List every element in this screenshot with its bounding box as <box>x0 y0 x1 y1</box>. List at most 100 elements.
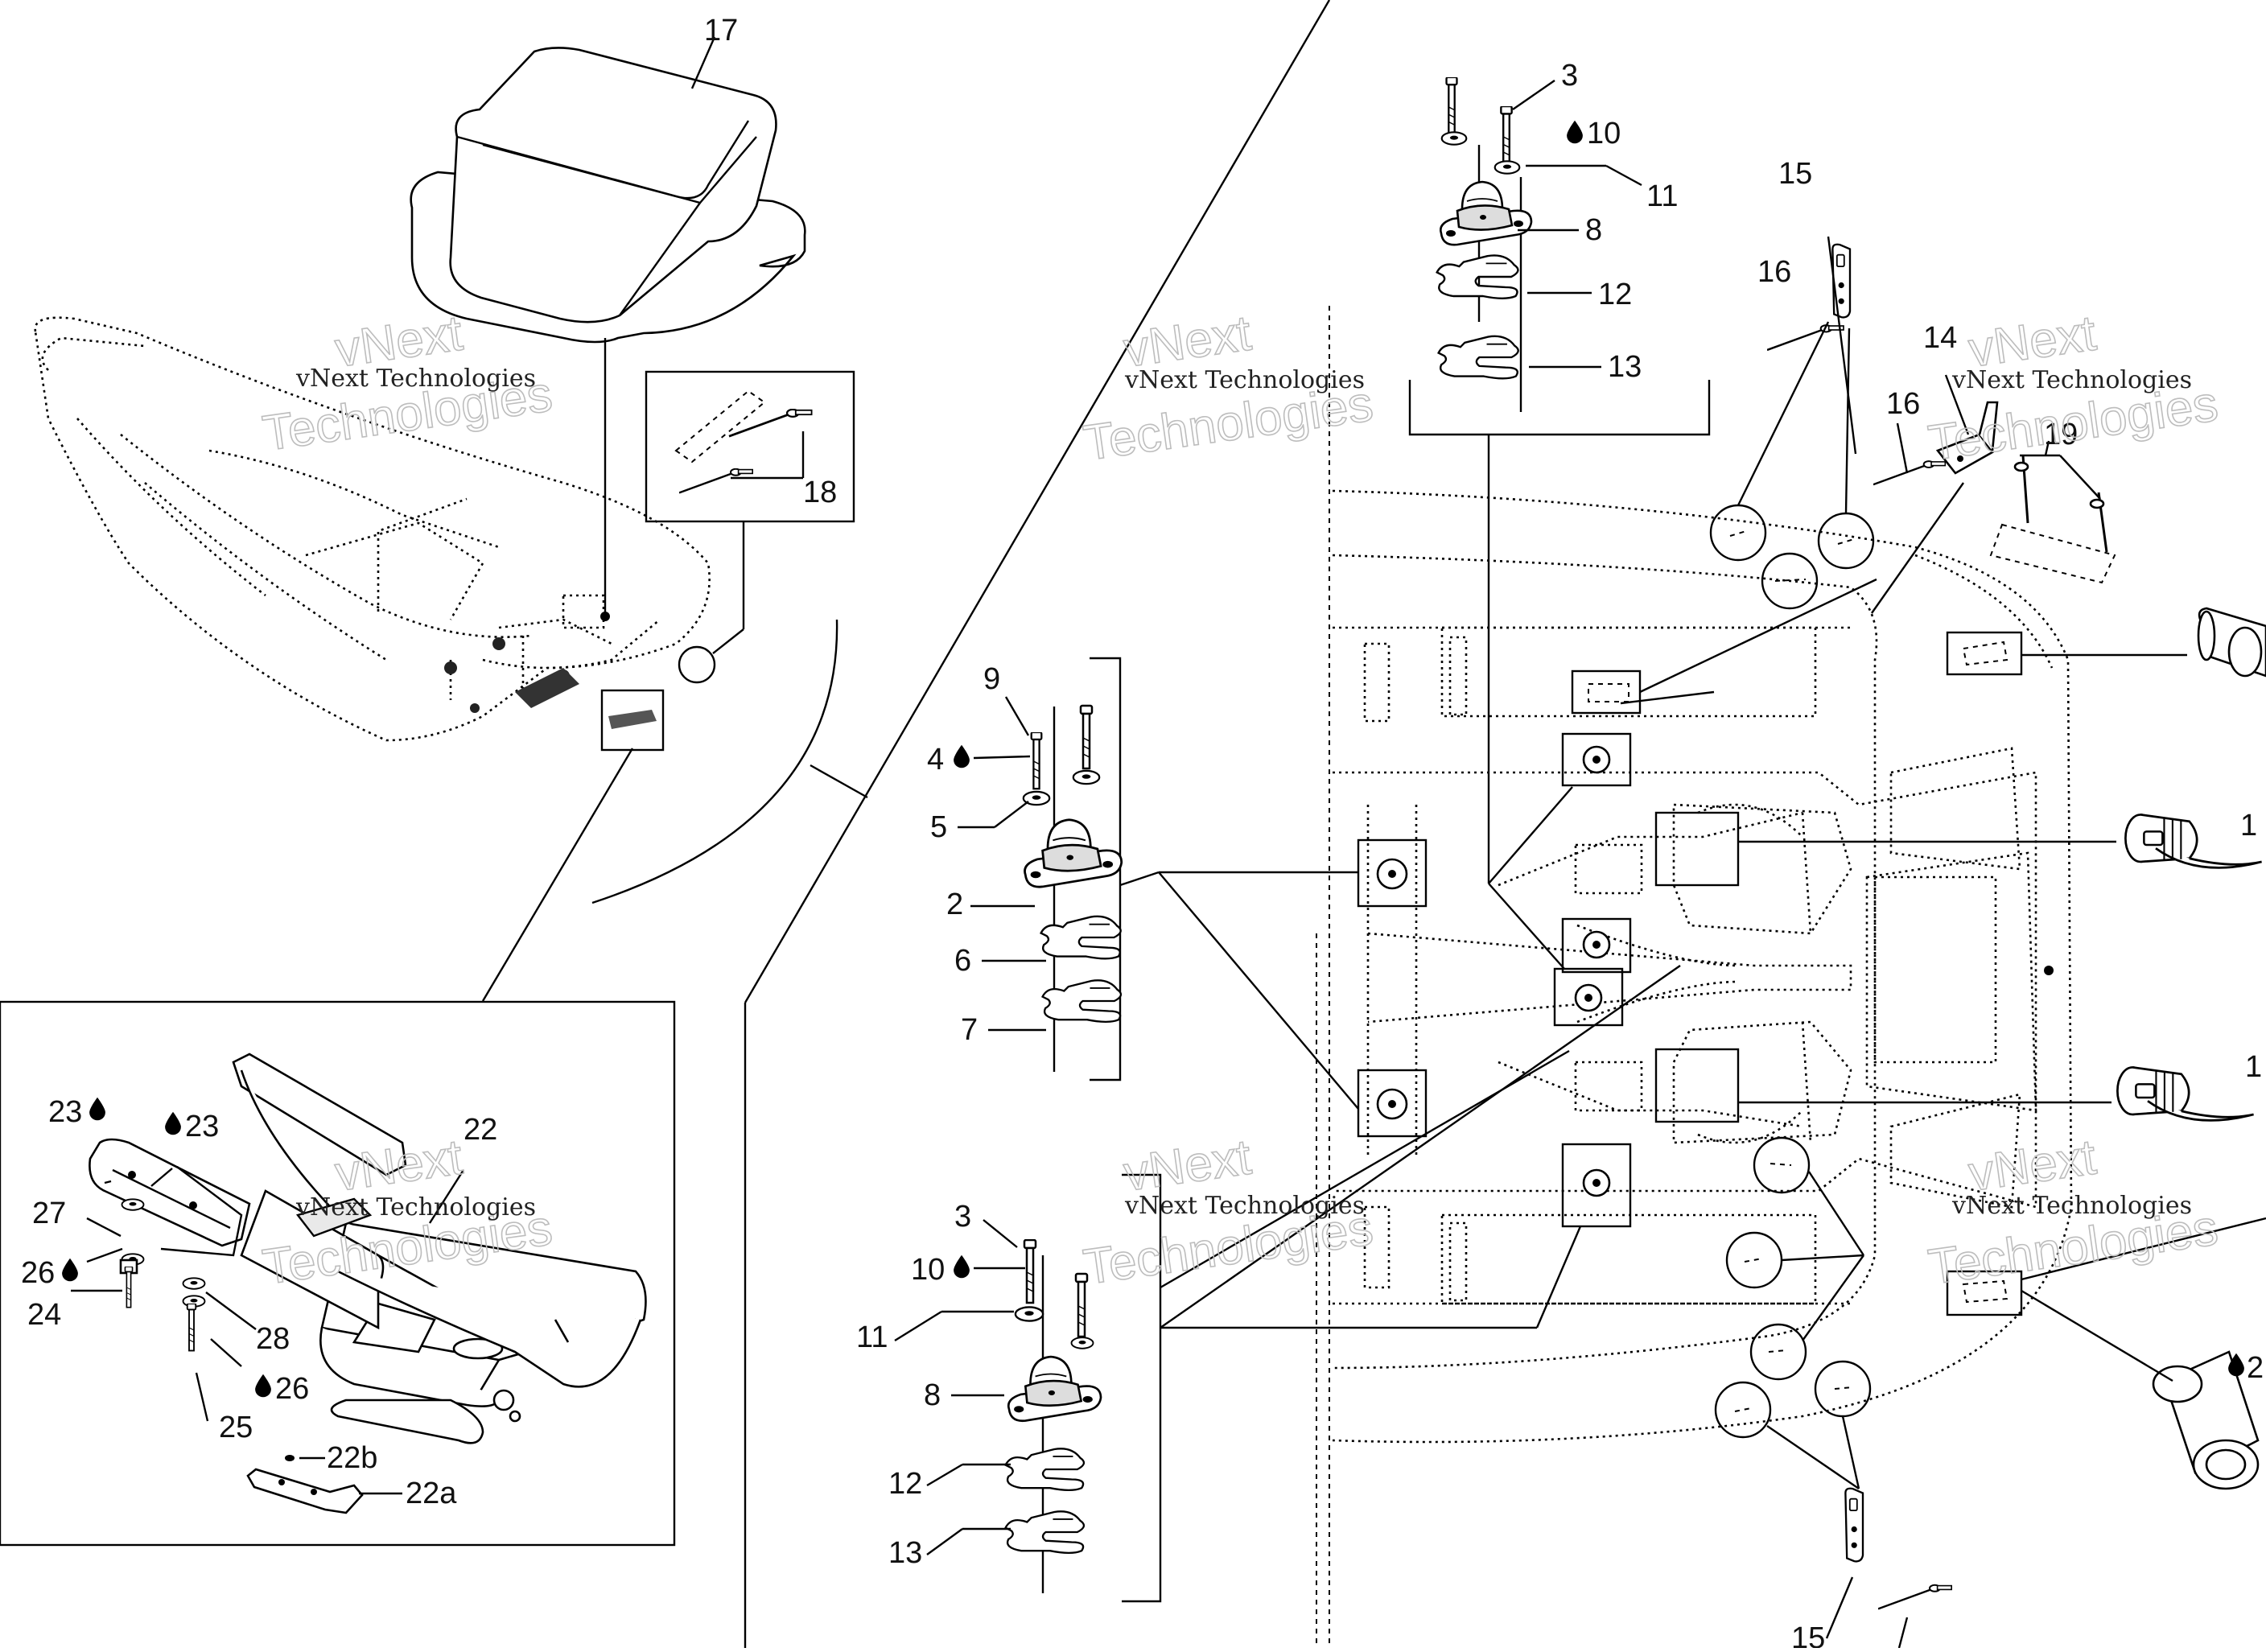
callout-16: 16 <box>1757 255 1791 289</box>
leader-line <box>1766 1425 1860 1489</box>
oil-drop-icon <box>89 1097 105 1121</box>
leader-line <box>1737 321 1830 506</box>
bolt-25 <box>186 1304 197 1352</box>
callout-23: 23 <box>48 1095 82 1129</box>
rivet-16 <box>1878 1584 1953 1610</box>
callout-17: 17 <box>704 14 738 47</box>
detail-box <box>1946 631 2023 676</box>
shim-13 <box>1004 1510 1086 1555</box>
bracket-line <box>1122 1173 1162 1603</box>
detail-box <box>1561 1143 1632 1228</box>
leader-line <box>1781 1254 1864 1262</box>
callout-22: 22 <box>464 1113 497 1147</box>
leader-line <box>205 1292 257 1330</box>
bolt-3 <box>1023 1239 1037 1304</box>
leader-line <box>926 1463 963 1487</box>
washer-28 <box>182 1277 206 1290</box>
leader-line <box>1807 1171 1865 1256</box>
leader-line <box>210 1338 242 1367</box>
bracket-line <box>1408 380 1711 436</box>
callout-2: 2 <box>2247 1351 2264 1385</box>
leader-line <box>1620 690 1715 705</box>
watermark: vNext Technologies vNext Technologies <box>259 305 557 463</box>
watermark: vNext Technologies vNext Technologies <box>1925 1129 2223 1296</box>
callout-12: 12 <box>1598 278 1632 311</box>
detail-box-18 <box>645 370 855 523</box>
motor-mount-8 <box>1439 180 1533 246</box>
callout-10: 10 <box>911 1253 945 1287</box>
leader-line <box>1004 696 1030 736</box>
callout-26: 26 <box>21 1256 55 1290</box>
leader-line <box>195 1372 209 1422</box>
detail-circle <box>678 645 716 684</box>
svg-text:vNext Technologies: vNext Technologies <box>1124 366 1365 394</box>
callout-26: 26 <box>275 1372 309 1406</box>
motor-mount-2 <box>1024 818 1123 888</box>
callout-4: 4 <box>927 743 944 777</box>
detail-box <box>1553 967 1624 1027</box>
callout-1: 1 <box>2240 809 2257 842</box>
zoom-circles <box>1709 504 1875 1439</box>
motor-mount-8 <box>1007 1355 1102 1423</box>
callout-19: 19 <box>2044 418 2078 451</box>
leader-line <box>1488 883 1565 970</box>
callout-28: 28 <box>256 1322 290 1356</box>
callout-3: 3 <box>954 1200 971 1234</box>
callout-14: 14 <box>1923 321 1957 355</box>
leader-line <box>1841 1415 1860 1489</box>
oil-drop-icon <box>954 744 970 768</box>
bolt-3 <box>1500 106 1513 167</box>
callout-15: 15 <box>1778 157 1812 191</box>
watermark: vNext Technologies vNext Technologies <box>1925 305 2223 472</box>
oil-drop-icon <box>1567 120 1583 144</box>
leader-line <box>86 1247 123 1263</box>
callout-15: 15 <box>1791 1621 1825 1648</box>
leader-line <box>1119 871 1160 887</box>
washer-11 <box>1494 160 1521 175</box>
washer <box>1070 1337 1094 1349</box>
washer <box>1072 769 1101 785</box>
shim-13 <box>1437 335 1519 380</box>
callout-9: 9 <box>983 662 1000 696</box>
svg-text:vNext Technologies: vNext Technologies <box>295 365 536 393</box>
rivets-19 <box>1989 455 2116 584</box>
leader-line <box>973 755 1031 760</box>
svg-text:vNext Technologies: vNext Technologies <box>295 1193 536 1221</box>
callout-10: 10 <box>1587 117 1621 150</box>
seat-frame <box>89 1053 647 1444</box>
leader-line <box>1639 578 1877 694</box>
watermark: vNext Technologies vNext Technologies <box>1080 1129 1378 1296</box>
oil-drop-icon <box>954 1254 970 1279</box>
shim-12 <box>1436 254 1519 300</box>
leader-line <box>1802 1254 1864 1341</box>
fitting-bottom-right <box>2152 1350 2260 1490</box>
washer <box>1440 131 1468 146</box>
mini-mounts <box>1376 641 2008 1304</box>
callout-13: 13 <box>888 1536 922 1570</box>
bolt-9 <box>1030 732 1043 790</box>
leader-line <box>894 1310 942 1342</box>
oil-drop-icon <box>165 1111 181 1135</box>
fitting-top-right <box>2197 607 2266 678</box>
detail-box <box>1654 1048 1740 1123</box>
separator-tick <box>810 764 868 799</box>
callout-1: 1 <box>2245 1050 2262 1084</box>
svg-text:vNext Technologies: vNext Technologies <box>1951 1192 2192 1220</box>
storage-bin <box>410 47 806 344</box>
leader-line <box>86 1217 122 1238</box>
rivet-detail <box>674 389 813 494</box>
callout-5: 5 <box>930 810 947 844</box>
leader-line <box>481 748 634 1002</box>
leader-line <box>1158 871 1359 1110</box>
callout-16: 16 <box>1886 387 1920 421</box>
svg-text:vNext Technologies: vNext Technologies <box>1951 366 2192 394</box>
leader-line <box>1160 965 1681 1329</box>
leader-line <box>926 1528 963 1555</box>
callout-13: 13 <box>1608 350 1642 384</box>
leader-line <box>690 36 716 89</box>
svg-text:vNext Technologies: vNext Technologies <box>1124 1192 1365 1220</box>
leader-line <box>994 801 1029 828</box>
washer-11 <box>1014 1306 1044 1322</box>
leader-line <box>1535 1226 1582 1329</box>
callout-22b: 22b <box>327 1441 377 1475</box>
